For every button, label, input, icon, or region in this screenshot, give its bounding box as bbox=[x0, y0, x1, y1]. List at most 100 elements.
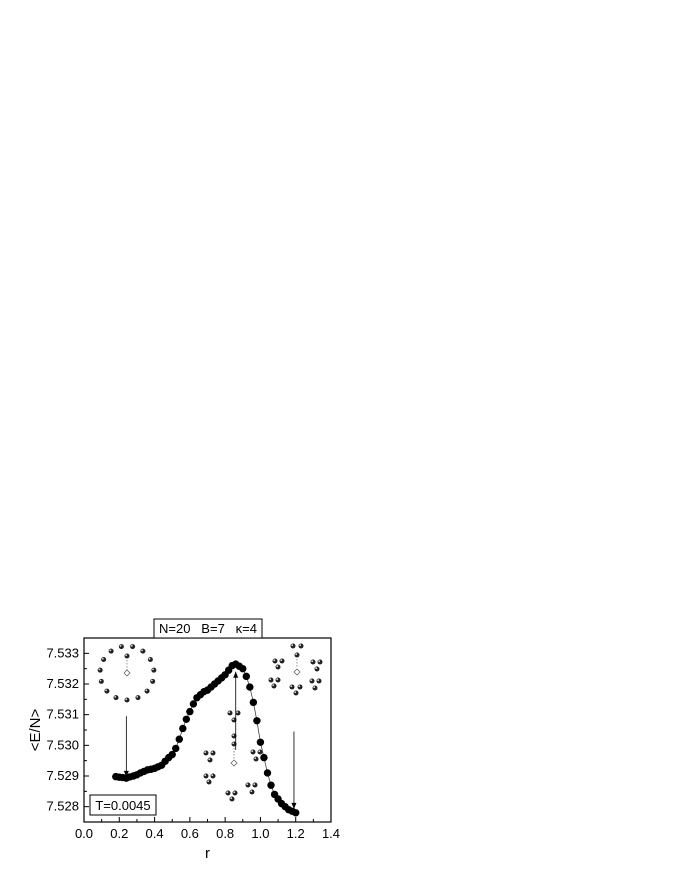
particle-highlight bbox=[207, 780, 210, 783]
temperature-label: T=0.0045 bbox=[95, 798, 150, 813]
particle bbox=[207, 757, 213, 763]
parameter-label: N=20 B=7 κ=4 bbox=[159, 621, 257, 636]
particle-highlight bbox=[269, 678, 272, 681]
particle bbox=[279, 658, 285, 664]
particle bbox=[229, 796, 235, 802]
particle bbox=[309, 678, 315, 684]
parameter-box: N=20 B=7 κ=4 bbox=[153, 618, 263, 639]
particle-highlight bbox=[114, 695, 117, 698]
particle bbox=[249, 789, 255, 795]
particle-highlight bbox=[273, 659, 276, 662]
data-point bbox=[249, 698, 258, 707]
y-tick-label: 7.531 bbox=[46, 707, 79, 722]
particle bbox=[317, 659, 323, 665]
particle-highlight bbox=[298, 685, 301, 688]
particle-highlight bbox=[99, 679, 102, 682]
particle bbox=[101, 657, 107, 662]
particle-highlight bbox=[145, 689, 148, 692]
data-point bbox=[256, 738, 265, 746]
particle bbox=[113, 695, 119, 701]
annotation-arrow-head bbox=[123, 770, 129, 777]
data-point bbox=[175, 735, 183, 743]
parameter-box-frame bbox=[153, 618, 263, 639]
particle bbox=[275, 677, 281, 683]
y-tick-label: 7.533 bbox=[46, 645, 79, 660]
x-tick-label: 1.4 bbox=[322, 826, 340, 841]
particle bbox=[104, 688, 110, 694]
particle bbox=[312, 685, 318, 691]
data-point bbox=[246, 683, 254, 691]
particle bbox=[268, 677, 274, 683]
particle-highlight bbox=[98, 668, 101, 671]
particle bbox=[225, 790, 231, 796]
temperature-box: T=0.0045 bbox=[89, 794, 157, 816]
data-point bbox=[242, 672, 251, 681]
data-point bbox=[260, 753, 268, 762]
data-point bbox=[239, 664, 247, 673]
particle-highlight bbox=[258, 750, 261, 753]
particle bbox=[289, 684, 295, 690]
particle bbox=[130, 644, 136, 650]
particle bbox=[314, 666, 320, 672]
particle-highlight bbox=[109, 649, 112, 652]
particle-highlight bbox=[310, 679, 313, 682]
particle bbox=[124, 697, 130, 703]
data-point bbox=[186, 707, 194, 716]
particle-highlight bbox=[295, 653, 298, 656]
annotation-arrow-head bbox=[233, 671, 239, 678]
particle-highlight bbox=[317, 679, 320, 682]
center-marker bbox=[293, 668, 301, 676]
particle-highlight bbox=[290, 685, 293, 688]
data-point bbox=[263, 769, 272, 777]
particle-highlight bbox=[230, 797, 233, 800]
x-tick-label: 0.2 bbox=[110, 826, 128, 841]
particle-highlight bbox=[236, 711, 239, 714]
particle-highlight bbox=[318, 660, 321, 663]
particle bbox=[293, 690, 299, 696]
particle-highlight bbox=[272, 684, 275, 687]
particle bbox=[275, 664, 281, 670]
particle-highlight bbox=[233, 791, 236, 794]
particle-highlight bbox=[125, 698, 128, 701]
particle bbox=[297, 684, 303, 690]
y-tick-label: 7.528 bbox=[46, 799, 79, 814]
data-point bbox=[189, 700, 198, 708]
particle-highlight bbox=[101, 657, 104, 660]
particle-highlight bbox=[280, 659, 283, 662]
particle bbox=[257, 749, 263, 755]
particle bbox=[203, 773, 209, 779]
particle bbox=[245, 782, 251, 788]
particle-highlight bbox=[311, 660, 314, 663]
data-point bbox=[267, 781, 275, 789]
particle bbox=[124, 653, 130, 659]
particle bbox=[272, 658, 278, 664]
particle bbox=[210, 773, 216, 779]
y-tick-label: 7.529 bbox=[46, 768, 79, 783]
particle-highlight bbox=[232, 718, 235, 721]
data-point bbox=[172, 744, 180, 753]
particle bbox=[151, 667, 157, 673]
particle-highlight bbox=[251, 750, 254, 753]
particle bbox=[235, 710, 241, 716]
data-point bbox=[182, 715, 191, 723]
particle-highlight bbox=[211, 751, 214, 754]
particle bbox=[250, 749, 256, 755]
particle-highlight bbox=[276, 665, 279, 668]
data-point bbox=[292, 809, 300, 817]
x-tick-label: 0.4 bbox=[146, 826, 164, 841]
particle bbox=[135, 695, 141, 701]
particle-highlight bbox=[208, 758, 211, 761]
particle-highlight bbox=[119, 644, 122, 647]
particle bbox=[210, 750, 216, 756]
data-point bbox=[253, 717, 261, 725]
data-points bbox=[112, 660, 300, 817]
particle-highlight bbox=[130, 644, 133, 647]
particle bbox=[147, 657, 153, 662]
particle-highlight bbox=[299, 644, 302, 647]
center-marker bbox=[123, 669, 131, 677]
particle-highlight bbox=[141, 649, 143, 652]
particle bbox=[316, 678, 322, 684]
particle-highlight bbox=[150, 679, 153, 682]
